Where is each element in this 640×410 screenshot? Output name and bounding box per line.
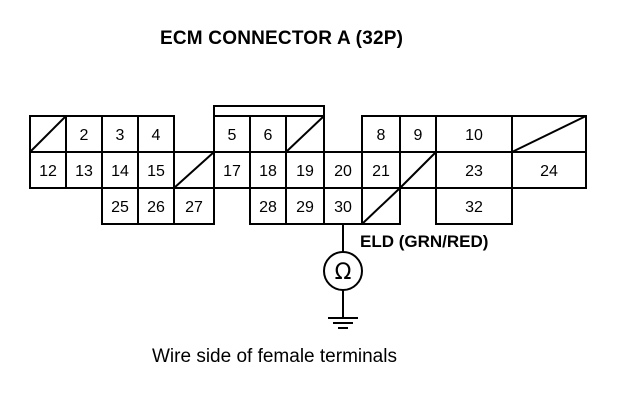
label-21: 21 xyxy=(372,163,390,180)
label-29: 29 xyxy=(296,199,314,216)
label-26: 26 xyxy=(147,199,165,216)
omega-symbol: Ω xyxy=(335,260,352,285)
terminal-24 xyxy=(511,151,587,189)
label-9: 9 xyxy=(414,127,423,144)
terminal-32 xyxy=(435,187,513,225)
label-19: 19 xyxy=(296,163,314,180)
label-10: 10 xyxy=(465,127,483,144)
label-17: 17 xyxy=(223,163,241,180)
label-18: 18 xyxy=(259,163,277,180)
label-8: 8 xyxy=(377,127,386,144)
label-20: 20 xyxy=(334,163,352,180)
label-3: 3 xyxy=(116,127,125,144)
label-30: 30 xyxy=(334,199,352,216)
label-12: 12 xyxy=(39,163,57,180)
label-2: 2 xyxy=(80,127,89,144)
eld-wire-label: ELD (GRN/RED) xyxy=(360,232,489,251)
label-27: 27 xyxy=(185,199,203,216)
label-14: 14 xyxy=(111,163,129,180)
label-5: 5 xyxy=(228,127,237,144)
label-32: 32 xyxy=(465,199,483,216)
label-13: 13 xyxy=(75,163,93,180)
diagram-title: ECM CONNECTOR A (32P) xyxy=(160,28,404,49)
label-23: 23 xyxy=(465,163,483,180)
label-28: 28 xyxy=(259,199,277,216)
terminal-31-empty xyxy=(361,187,401,225)
label-15: 15 xyxy=(147,163,165,180)
footer-caption: Wire side of female terminals xyxy=(152,346,397,367)
terminal-labels: 2 3 4 5 6 8 9 10 12 13 14 15 17 18 19 20… xyxy=(39,127,558,216)
terminal-27 xyxy=(173,187,215,225)
label-6: 6 xyxy=(264,127,273,144)
label-25: 25 xyxy=(111,199,129,216)
ground-icon xyxy=(328,317,358,329)
latch-bracket xyxy=(213,105,325,116)
label-24: 24 xyxy=(540,163,558,180)
label-4: 4 xyxy=(152,127,161,144)
